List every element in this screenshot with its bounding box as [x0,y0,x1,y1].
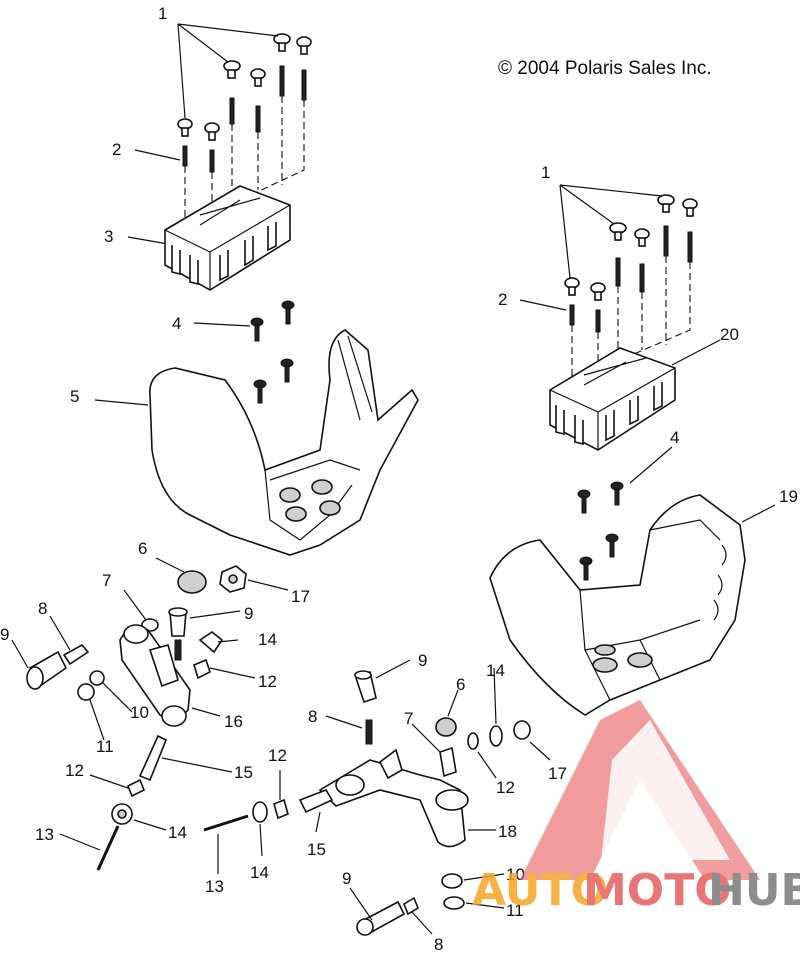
callout-12-right: 12 [268,746,287,765]
callout-14-left-top: 14 [258,630,277,649]
callout-1-right: 1 [541,163,550,182]
callout-20: 20 [720,325,739,344]
callout-4-right: 4 [670,428,679,447]
callout-17-left: 17 [291,587,310,606]
footwell-part-5 [94,329,419,556]
linkage-left [11,557,289,871]
callout-11-right: 11 [506,901,524,920]
cap-part-6 [177,570,207,594]
callout-3: 3 [104,227,113,246]
callout-12-left-top: 12 [258,672,277,691]
callout-14-left: 14 [168,823,187,842]
callout-14-right-top: 14 [486,661,505,680]
callout-10-left: 10 [130,703,149,722]
callout-labels: 1 2 3 4 5 1 2 20 4 19 6 17 7 8 9 9 14 12… [0,4,798,953]
callout-9-right: 9 [342,869,351,888]
callout-11-left: 11 [96,737,114,756]
copyright-notice: © 2004 Polaris Sales Inc. [498,58,712,79]
callout-18: 18 [498,822,517,841]
footwell-part-19 [489,494,776,716]
fasteners-group-right [519,184,721,451]
callout-9-left: 9 [0,625,9,644]
callout-14-right: 14 [250,863,269,882]
callout-6-right: 6 [456,675,465,694]
bolts-part-4-left [193,300,295,404]
bracket-part-20 [549,347,676,451]
callout-15-right: 15 [307,840,326,859]
callout-2-left: 2 [112,140,121,159]
bolts-part-4-right [577,446,673,581]
callout-15-left: 15 [234,763,253,782]
callout-9-right-top: 9 [418,651,427,670]
callout-17-right: 17 [548,764,567,783]
callout-1-left: 1 [158,4,167,23]
callout-7-left: 7 [102,571,111,590]
callout-16: 16 [224,712,243,731]
callout-13-right: 13 [205,877,224,896]
linkage-right [203,659,551,936]
watermark-text-moto: MOTO [583,865,732,916]
automotohub-watermark: AUTO MOTO HUB [472,700,800,916]
callout-8-right-top: 8 [308,707,317,726]
callout-12-right-top: 12 [496,778,515,797]
callout-8-left: 8 [38,599,47,618]
callout-7-right: 7 [404,709,413,728]
callout-4-left: 4 [172,314,181,333]
watermark-text-auto: AUTO [472,865,608,916]
bracket-part-3 [164,185,291,291]
callout-9-left-top: 9 [244,604,253,623]
callout-6-left: 6 [138,539,147,558]
callout-13-left: 13 [35,825,54,844]
callout-5: 5 [70,387,79,406]
callout-8-right: 8 [434,935,443,953]
callout-2-right: 2 [498,290,507,309]
watermark-text-hub: HUB [708,865,800,916]
callout-12-left: 12 [65,761,84,780]
fasteners-group-left [127,23,312,291]
callout-10-right: 10 [506,865,525,884]
callout-19: 19 [779,487,798,506]
